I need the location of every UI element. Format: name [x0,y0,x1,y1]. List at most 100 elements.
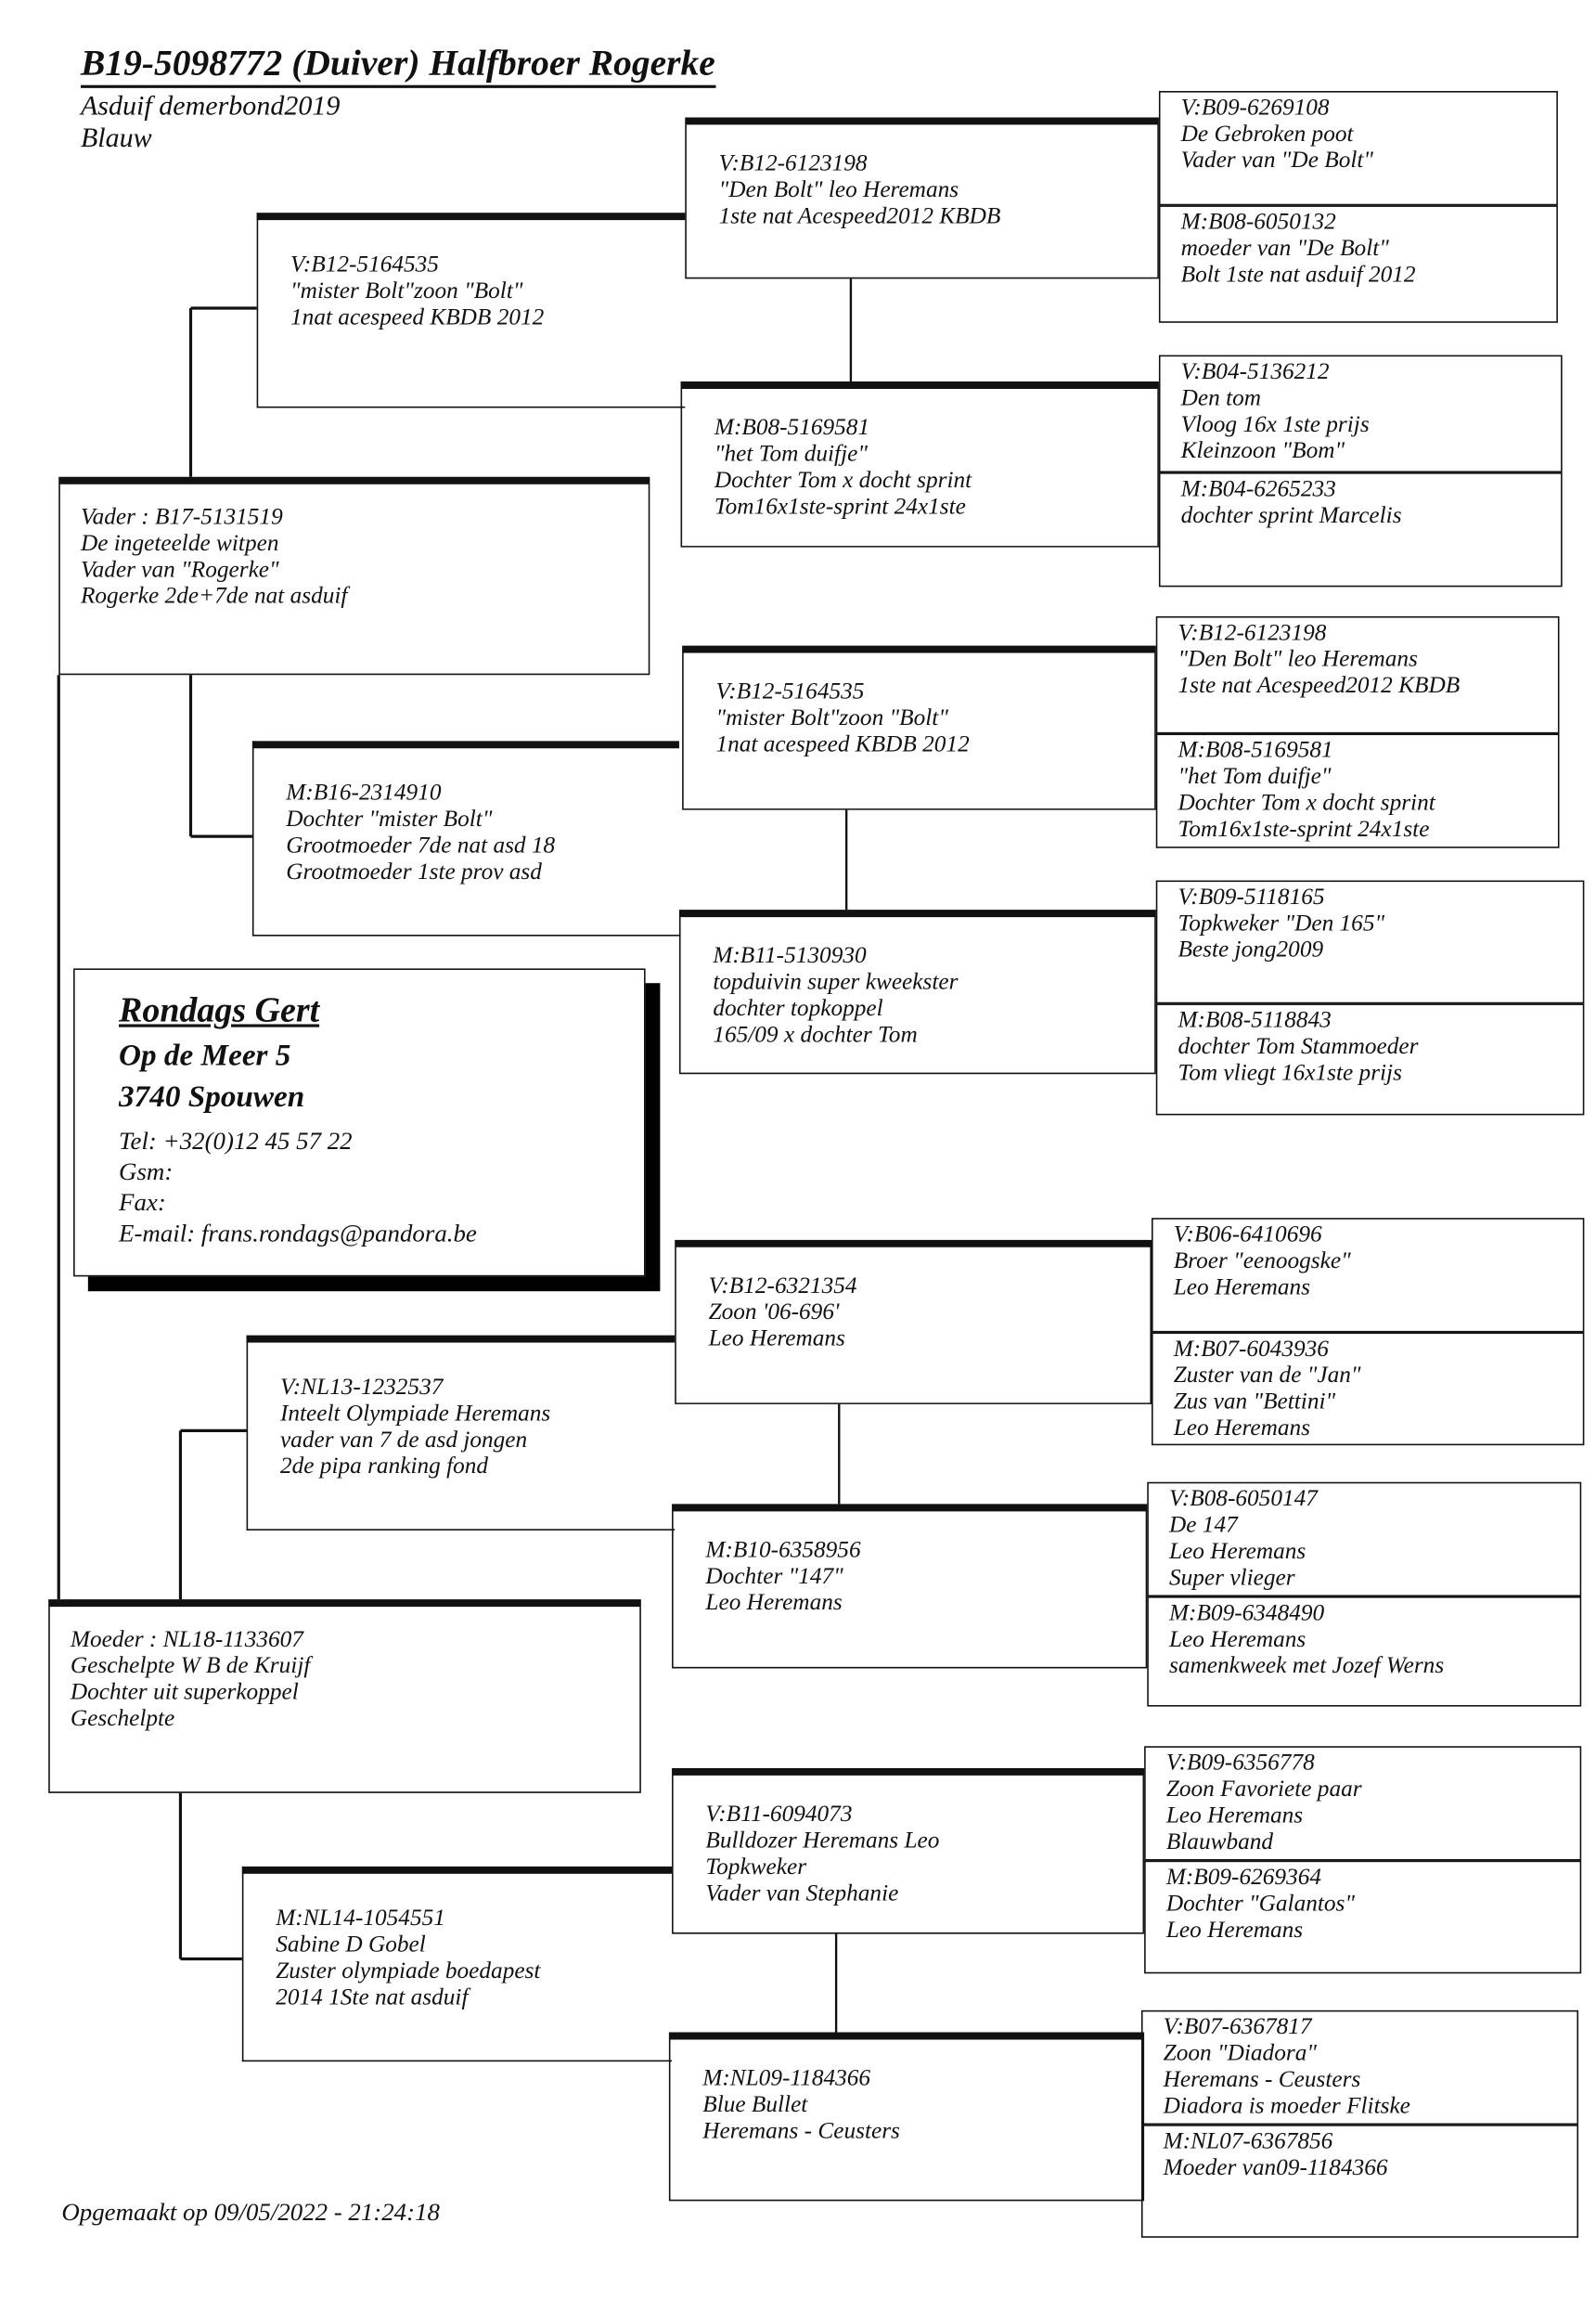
pigeon-note: Dochter Tom x docht sprint [1178,791,1435,816]
pigeon-note: Geschelpte [70,1706,175,1732]
pigeon-title: B19-5098772 (Duiver) Halfbroer Rogerke [80,44,715,88]
pigeon-note: 1nat acespeed KBDB 2012 [290,304,545,330]
ring-number: M:B16-2314910 [286,781,442,806]
owner-tel: Tel: +32(0)12 45 57 22 [119,1127,353,1156]
pigeon-note: Zoon Favoriete paar [1165,1777,1362,1803]
pigeon-note: Dochter uit superkoppel [70,1680,299,1706]
ring-number: M:NL07-6367856 [1163,2128,1333,2154]
owner-fax: Fax: [119,1188,166,1217]
pigeon-note: Leo Heremans [705,1590,843,1616]
ring-number: M:B09-6269364 [1165,1865,1322,1891]
pigeon-note: Dochter "mister Bolt" [286,807,493,833]
owner-email: E-mail: frans.rondags@pandora.be [119,1219,477,1247]
pigeon-note: dochter Tom Stammoeder [1178,1034,1419,1060]
gen3-pigeon-card: M:B08-5169581"het Tom duifje"Dochter Tom… [680,381,1159,548]
pigeon-note: Kleinzoon "Bom" [1180,438,1345,464]
ring-number: V:B09-6269108 [1180,95,1330,121]
ring-number: M:B11-5130930 [713,943,867,969]
ring-number: M:B08-6050132 [1180,210,1336,235]
pigeon-note: Heremans - Ceusters [702,2118,900,2144]
pigeon-note: 1ste nat Acespeed2012 KBDB [718,203,1001,229]
ring-number: M:B09-6348490 [1168,1600,1325,1626]
pigeon-note: 1nat acespeed KBDB 2012 [715,731,970,757]
pigeon-note: Zus van "Bettini" [1173,1389,1336,1415]
owner-gsm: Gsm: [119,1157,174,1186]
gen4-pigeon-card: M:B08-5169581"het Tom duifje"Dochter Tom… [1155,733,1560,848]
ring-number: V:B09-6356778 [1165,1751,1315,1776]
pigeon-note: Super vlieger [1168,1565,1295,1591]
pigeon-note: Geschelpte W B de Kruijf [70,1653,311,1679]
ring-number: Vader : B17-5131519 [80,504,283,530]
pigeon-note: Tom16x1ste-sprint 24x1ste [714,494,966,520]
pigeon-note: topduivin super kweekster [713,969,959,995]
pigeon-note: dochter topkoppel [713,996,883,1022]
pigeon-note: Blue Bullet [702,2092,808,2118]
ring-number: M:B08-5169581 [1178,738,1333,764]
pigeon-note: Topkweker "Den 165" [1178,911,1385,937]
ring-number: M:B08-5118843 [1178,1008,1332,1033]
pigeon-note: Diadora is moeder Flitske [1163,2093,1410,2119]
pigeon-note: "het Tom duifje" [714,441,868,467]
pigeon-note: "mister Bolt"zoon "Bolt" [715,705,948,731]
pigeon-note: 2014 1Ste nat asduif [276,1984,469,2010]
ring-number: V:B12-5164535 [290,252,439,278]
ring-number: M:B04-6265233 [1180,476,1336,502]
pigeon-note: 165/09 x dochter Tom [713,1022,918,1048]
ring-number: Moeder : NL18-1133607 [70,1627,303,1653]
ring-number: V:B06-6410696 [1173,1221,1322,1247]
pigeon-note: 1ste nat Acespeed2012 KBDB [1178,673,1461,699]
pigeon-note: Leo Heremans [1173,1415,1311,1441]
gen2-pigeon-card: V:B12-5164535"mister Bolt"zoon "Bolt"1na… [256,213,686,408]
pigeon-note: Heremans - Ceusters [1163,2067,1361,2093]
pigeon-note: moeder van "De Bolt" [1180,236,1389,262]
pigeon-note: 2de pipa ranking fond [279,1454,489,1480]
ring-number: V:B12-6321354 [708,1273,857,1299]
pigeon-note: Leo Heremans [1173,1274,1311,1300]
pigeon-note: Vader van Stephanie [705,1880,899,1906]
pigeon-note: Beste jong2009 [1178,937,1324,963]
pigeon-note: dochter sprint Marcelis [1180,503,1402,529]
pigeon-note: Dochter Tom x docht sprint [714,468,972,494]
pigeon-note: Vloog 16x 1ste prijs [1180,412,1370,438]
pigeon-note: Leo Heremans [1168,1627,1306,1653]
pigeon-note: Grootmoeder 7de nat asd 18 [286,833,556,859]
ring-number: V:B07-6367817 [1163,2014,1312,2040]
subject-line-1: Asduif demerbond2019 [80,91,341,123]
pigeon-note: De 147 [1168,1512,1238,1538]
owner-street: Op de Meer 5 [119,1037,291,1073]
pigeon-note: Moeder van09-1184366 [1163,2155,1388,2181]
pigeon-note: Vader van "De Bolt" [1180,148,1374,174]
pigeon-note: Leo Heremans [1165,1918,1304,1944]
ring-number: V:B09-5118165 [1178,885,1325,911]
pigeon-note: Broer "eenoogske" [1173,1248,1351,1274]
pigeon-note: Tom16x1ste-sprint 24x1ste [1178,817,1430,843]
pigeon-note: Topkweker [705,1854,807,1880]
pigeon-note: De ingeteelde witpen [80,531,279,557]
pigeon-note: Blauwband [1165,1829,1274,1855]
owner-contact-card: Rondags Gert Op de Meer 5 3740 Spouwen T… [73,968,646,1277]
pigeon-note: vader van 7 de asd jongen [279,1428,528,1454]
pigeon-note: Leo Heremans [1165,1803,1304,1828]
